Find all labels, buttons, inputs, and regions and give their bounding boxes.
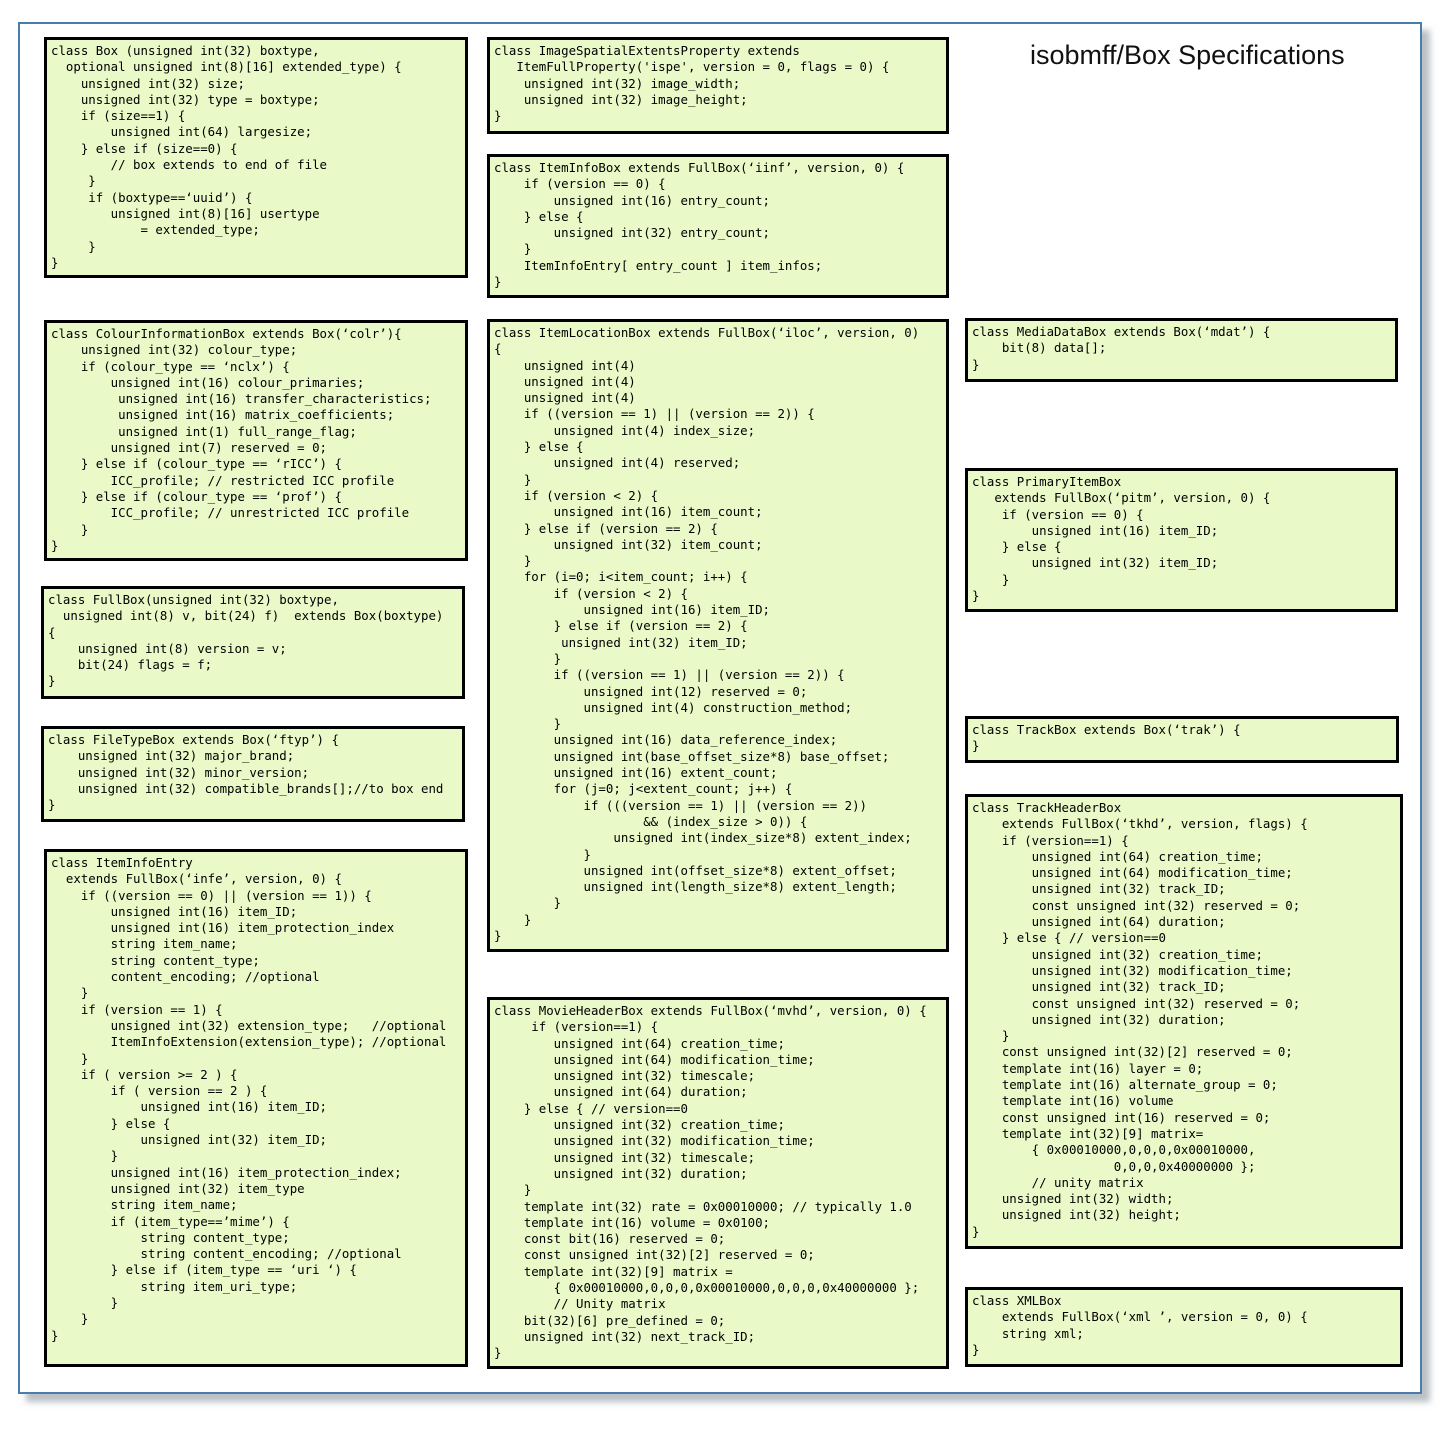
track-box-code: class TrackBox extends Box(‘trak’) { } — [972, 722, 1241, 754]
item-info-entry-code: class ItemInfoEntry extends FullBox(‘inf… — [51, 855, 447, 1343]
diagram-title: isobmff/Box Specifications — [1030, 40, 1345, 70]
movie-header-box-code: class MovieHeaderBox extends FullBox(‘mv… — [494, 1003, 927, 1361]
file-type-box-code: class FileTypeBox extends Box(‘ftyp’) { … — [48, 732, 444, 813]
colour-information-box: class ColourInformationBox extends Box(‘… — [44, 320, 468, 561]
track-header-box-code: class TrackHeaderBox extends FullBox(‘tk… — [972, 800, 1308, 1239]
image-spatial-extents-property-code: class ImageSpatialExtentsProperty extend… — [494, 43, 890, 124]
media-data-box-code: class MediaDataBox extends Box(‘mdat’) {… — [972, 324, 1271, 372]
box-class-code: class Box (unsigned int(32) boxtype, opt… — [51, 43, 402, 270]
movie-header-box: class MovieHeaderBox extends FullBox(‘mv… — [487, 997, 949, 1369]
item-location-box-code: class ItemLocationBox extends FullBox(‘i… — [494, 325, 920, 943]
item-info-box-code: class ItemInfoBox extends FullBox(‘iinf’… — [494, 160, 905, 290]
xml-box: class XMLBox extends FullBox(‘xml ’, ver… — [965, 1287, 1403, 1367]
xml-box-code: class XMLBox extends FullBox(‘xml ’, ver… — [972, 1293, 1308, 1357]
primary-item-box: class PrimaryItemBox extends FullBox(‘pi… — [965, 468, 1398, 612]
full-box: class FullBox(unsigned int(32) boxtype, … — [41, 586, 465, 699]
item-info-box: class ItemInfoBox extends FullBox(‘iinf’… — [487, 154, 949, 298]
colour-information-box-code: class ColourInformationBox extends Box(‘… — [51, 326, 432, 553]
primary-item-box-code: class PrimaryItemBox extends FullBox(‘pi… — [972, 474, 1271, 604]
media-data-box: class MediaDataBox extends Box(‘mdat’) {… — [965, 318, 1398, 382]
track-header-box: class TrackHeaderBox extends FullBox(‘tk… — [965, 794, 1403, 1249]
file-type-box: class FileTypeBox extends Box(‘ftyp’) { … — [41, 726, 465, 822]
track-box: class TrackBox extends Box(‘trak’) { } — [965, 716, 1399, 763]
box-class-box: class Box (unsigned int(32) boxtype, opt… — [44, 37, 468, 278]
full-box-code: class FullBox(unsigned int(32) boxtype, … — [48, 592, 444, 689]
image-spatial-extents-property: class ImageSpatialExtentsProperty extend… — [487, 37, 949, 134]
item-info-entry: class ItemInfoEntry extends FullBox(‘inf… — [44, 849, 468, 1367]
item-location-box: class ItemLocationBox extends FullBox(‘i… — [487, 319, 949, 952]
